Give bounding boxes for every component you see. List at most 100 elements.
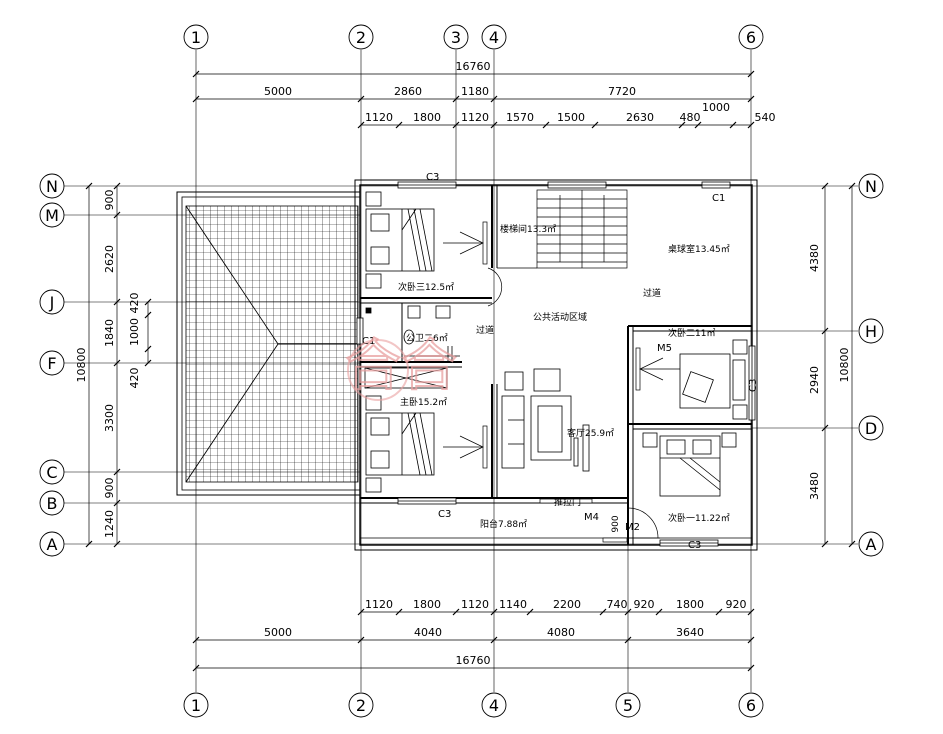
- window-c3-top: C3: [426, 172, 439, 183]
- axis-bottom-2: 2: [356, 696, 366, 715]
- dim-top-r2-5: 1500: [557, 111, 585, 124]
- axis-grid: [64, 50, 858, 692]
- stair-treads: [537, 198, 627, 263]
- door-m5: M5: [657, 343, 672, 354]
- door-m2: M2: [625, 522, 640, 533]
- axis-bubbles: [39, 24, 884, 718]
- living-furniture: [501, 368, 590, 472]
- room-bath: 公卫二6㎡: [406, 333, 448, 344]
- room-labels: 次卧三12.5㎡ 楼梯间13.3㎡ 桌球室13.45㎡ 过道 公共活动区域 过道…: [398, 223, 730, 530]
- dim-door-900: 900: [611, 515, 621, 532]
- dim-bot-r1-2: 1800: [413, 598, 441, 611]
- dim-top-r2-1: 1120: [365, 111, 393, 124]
- door-labels: M5 M4 M2: [584, 343, 672, 533]
- dim-left-4: 3300: [103, 404, 116, 432]
- axis-left-B: B: [47, 494, 58, 513]
- bedroom2-furniture: [679, 339, 748, 420]
- room-balcony: 阳台7.88㎡: [480, 518, 527, 530]
- dim-top-r2-3: 1120: [461, 111, 489, 124]
- watermark-logo-ring: [347, 339, 409, 401]
- dim-bot-r2-2: 4040: [414, 626, 442, 639]
- dim-bot-r2-4: 3640: [676, 626, 704, 639]
- dim-bot-r2-3: 4080: [547, 626, 575, 639]
- dim-right-total: 10800: [838, 348, 851, 383]
- dim-top-2: 2860: [394, 85, 422, 98]
- axis-top-6: 6: [746, 28, 756, 47]
- dim-left-6: 1240: [103, 510, 116, 538]
- bedroom1-furniture: [642, 432, 737, 497]
- bed-master: [365, 395, 435, 493]
- room-bedroom1: 次卧一11.22㎡: [668, 512, 730, 524]
- dim-left-total: 10800: [75, 348, 88, 383]
- axis-left-M: M: [45, 206, 59, 225]
- dim-left-5: 900: [103, 478, 116, 499]
- axis-right-A: A: [866, 535, 877, 554]
- dim-top-1: 5000: [264, 85, 292, 98]
- dim-right-3: 3480: [808, 472, 821, 500]
- room-stair: 楼梯间13.3㎡: [500, 223, 556, 235]
- dim-top-4: 7720: [608, 85, 636, 98]
- dim-top-r2-2: 1800: [413, 111, 441, 124]
- dimension-ticks: [85, 70, 856, 672]
- bathroom-fixtures: [365, 305, 460, 362]
- dim-left-3: 1840: [103, 319, 116, 347]
- axis-left-J: J: [49, 293, 55, 312]
- room-living: 客厅25.9㎡: [567, 427, 614, 439]
- room-corridor-right: 过道: [643, 287, 661, 299]
- axis-right-D: D: [865, 419, 877, 438]
- dim-bot-r1-4: 1140: [499, 598, 527, 611]
- axis-left-N: N: [46, 177, 58, 196]
- axis-left-A: A: [47, 535, 58, 554]
- axis-bottom-4: 4: [489, 696, 499, 715]
- dim-bot-r1-9: 920: [726, 598, 747, 611]
- dim-top-total: 16760: [456, 60, 491, 73]
- dim-top-3: 1180: [461, 85, 489, 98]
- dim-bot-r1-6: 740: [607, 598, 628, 611]
- axis-right-N: N: [865, 177, 877, 196]
- dim-bot-r1-3: 1120: [461, 598, 489, 611]
- room-bedroom3: 次卧三12.5㎡: [398, 281, 454, 293]
- room-corridor-left: 过道: [476, 324, 494, 336]
- dim-right-1: 4380: [808, 244, 821, 272]
- dim-left-2: 2620: [103, 245, 116, 273]
- dim-top-r2-4: 1570: [506, 111, 534, 124]
- room-public-area: 公共活动区域: [533, 311, 587, 323]
- dim-bot-r1-7: 920: [634, 598, 655, 611]
- dim-left-inner-2: 1000: [128, 318, 141, 346]
- axis-labels: 1 2 3 4 6 1 2 4 5 6 N M J F C B A N H D …: [45, 28, 877, 715]
- windows: [356, 181, 756, 547]
- bed-bedroom3: [365, 191, 435, 289]
- axis-top-2: 2: [356, 28, 366, 47]
- dim-left-inner-1: 420: [128, 293, 141, 314]
- stairs: [497, 189, 628, 269]
- room-sliding-door: 推拉门: [554, 496, 581, 508]
- dimension-lines: [88, 73, 853, 669]
- door-m4: M4: [584, 512, 599, 523]
- axis-left-F: F: [47, 354, 56, 373]
- dim-bot-r2-1: 5000: [264, 626, 292, 639]
- window-c3-balcony: C3: [688, 540, 701, 551]
- room-billiard: 桌球室13.45㎡: [668, 243, 730, 255]
- axis-bottom-1: 1: [191, 696, 201, 715]
- axis-top-4: 4: [489, 28, 499, 47]
- axis-left-C: C: [46, 463, 57, 482]
- dim-top-r2-6: 2630: [626, 111, 654, 124]
- dim-bot-total: 16760: [456, 654, 491, 667]
- room-bedroom2: 次卧二11㎡: [668, 327, 715, 339]
- dim-bot-r1-1: 1120: [365, 598, 393, 611]
- axis-right-H: H: [865, 322, 877, 341]
- dim-bot-r1-5: 2200: [553, 598, 581, 611]
- axis-top-3: 3: [451, 28, 461, 47]
- dim-top-r2-7: 480: [680, 111, 701, 124]
- dim-top-r2-9: 540: [755, 111, 776, 124]
- dim-right-2: 2940: [808, 366, 821, 394]
- balcony-doors: [539, 498, 660, 543]
- room-master: 主卧15.2㎡: [400, 396, 447, 408]
- dim-left-1: 900: [103, 190, 116, 211]
- dim-left-inner-3: 420: [128, 368, 141, 389]
- room-doors: [443, 221, 680, 469]
- dimension-labels: 16760 5000 2860 1180 7720 1120 1800 1120…: [75, 60, 851, 667]
- window-c1-top: C1: [712, 193, 725, 204]
- axis-top-1: 1: [191, 28, 201, 47]
